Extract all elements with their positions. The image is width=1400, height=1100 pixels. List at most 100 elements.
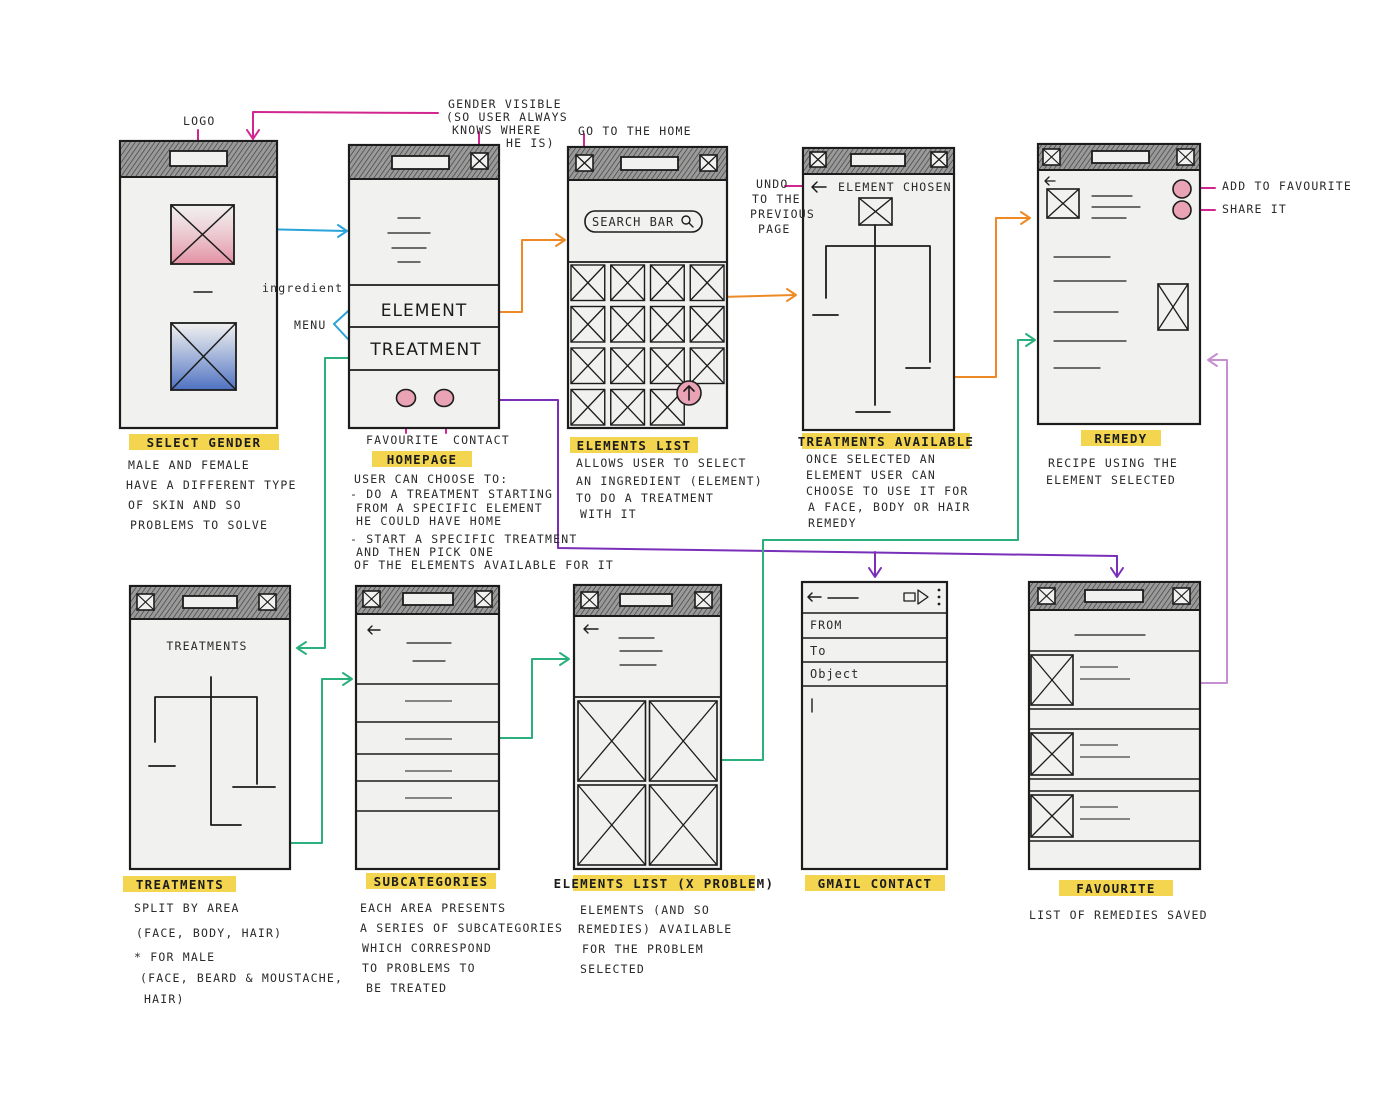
menu-element-button[interactable]: ELEMENT (381, 301, 467, 321)
problem-element-tile[interactable] (648, 784, 718, 866)
screen-titles: SELECT GENDER HOMEPAGE ELEMENTS LIST TRE… (123, 430, 1173, 896)
element-tile[interactable] (649, 347, 685, 385)
svg-text:ingredient: ingredient (262, 281, 343, 295)
scroll-top-button[interactable] (676, 380, 702, 406)
svg-text:MALE AND FEMALE: MALE AND FEMALE (128, 458, 250, 472)
phone-elements-list: SEARCH BAR (566, 145, 729, 430)
title-remedy: REMEDY (1095, 431, 1148, 446)
treatments-tree (148, 676, 276, 826)
from-field[interactable]: FROM (810, 618, 843, 632)
element-tile[interactable] (610, 388, 646, 426)
favourite-thumbnail[interactable] (1030, 732, 1074, 776)
desc-select-gender: MALE AND FEMALE HAVE A DIFFERENT TYPE OF… (126, 458, 295, 532)
svg-text:FAVOURITE: FAVOURITE (366, 433, 439, 447)
svg-text:SELECTED: SELECTED (580, 962, 645, 976)
gender-icon[interactable] (470, 152, 489, 170)
svg-text:TO DO A TREATMENT: TO DO A TREATMENT (576, 491, 714, 505)
treatment-tree (812, 224, 931, 413)
logo-placeholder (169, 150, 228, 167)
subcategory-row[interactable] (356, 780, 499, 799)
more-icon[interactable] (937, 588, 941, 606)
svg-text:RECIPE USING THE: RECIPE USING THE (1048, 456, 1178, 470)
phone-elements-problem (572, 583, 723, 871)
back-arrow-icon[interactable] (807, 592, 859, 602)
element-tile[interactable] (689, 347, 725, 385)
favourite-thumbnail[interactable] (1030, 794, 1074, 838)
search-bar[interactable]: SEARCH BAR (584, 210, 703, 233)
svg-text:PREVIOUS: PREVIOUS (750, 207, 815, 221)
svg-text:ALLOWS USER TO SELECT: ALLOWS USER TO SELECT (576, 456, 747, 470)
svg-text:KNOWS WHERE: KNOWS WHERE (452, 123, 541, 137)
svg-text:REMEDY: REMEDY (808, 516, 857, 530)
gender-visible-note: GENDER VISIBLE (SO USER ALWAYS KNOWS WHE… (446, 97, 568, 150)
svg-text:CONTACT: CONTACT (453, 433, 510, 447)
problem-element-tile[interactable] (577, 700, 647, 782)
svg-text:(FACE, BODY, HAIR): (FACE, BODY, HAIR) (136, 926, 282, 940)
to-field[interactable]: To (810, 644, 826, 658)
share-button[interactable] (1172, 200, 1192, 220)
arrow-subcats-to-elements-problem (487, 658, 569, 739)
favourite-item[interactable] (1029, 728, 1200, 780)
element-tile[interactable] (649, 264, 685, 302)
title-treatments-available: TREATMENTS AVAILABLE (798, 434, 975, 449)
element-tile[interactable] (570, 347, 606, 385)
svg-text:FOR THE PROBLEM: FOR THE PROBLEM (582, 942, 704, 956)
svg-text:TREATMENTS: TREATMENTS (166, 639, 247, 653)
menu-treatment-button[interactable]: TREATMENT (369, 340, 481, 360)
phone-gmail-contact: FROM To Object (800, 580, 949, 871)
send-icon[interactable] (903, 589, 929, 605)
element-tile[interactable] (610, 305, 646, 343)
subcategory-row[interactable] (356, 753, 499, 772)
element-tile[interactable] (570, 264, 606, 302)
search-icon[interactable] (681, 215, 694, 228)
desc-subcategories: EACH AREA PRESENTS A SERIES OF SUBCATEGO… (360, 901, 562, 995)
svg-text:(SO USER ALWAYS: (SO USER ALWAYS (446, 110, 568, 124)
svg-text:LIST OF REMEDIES SAVED: LIST OF REMEDIES SAVED (1029, 908, 1208, 922)
svg-text:* FOR MALE: * FOR MALE (134, 950, 215, 964)
element-tile[interactable] (689, 305, 725, 343)
close-icon[interactable] (699, 154, 718, 172)
element-tile[interactable] (570, 388, 606, 426)
svg-text:HE IS): HE IS) (506, 136, 555, 150)
svg-text:WITH IT: WITH IT (580, 507, 637, 521)
svg-text:A FACE, BODY OR HAIR: A FACE, BODY OR HAIR (808, 500, 970, 514)
contact-button[interactable] (433, 388, 455, 408)
home-icon[interactable] (575, 154, 594, 172)
svg-text:TO THE: TO THE (752, 192, 801, 206)
element-tile[interactable] (649, 305, 685, 343)
add-favourite-button[interactable] (1172, 179, 1192, 199)
male-image-placeholder[interactable] (170, 322, 237, 391)
favourite-item[interactable] (1029, 790, 1200, 842)
object-field[interactable]: Object (810, 667, 859, 681)
problem-element-tile[interactable] (577, 784, 647, 866)
element-tile[interactable] (689, 264, 725, 302)
svg-text:WHICH CORRESPOND: WHICH CORRESPOND (362, 941, 492, 955)
arrow-elements-problem-to-remedy (701, 339, 1035, 761)
favourite-thumbnail[interactable] (1030, 654, 1074, 706)
problem-element-tile[interactable] (648, 700, 718, 782)
svg-text:USER CAN CHOOSE TO:: USER CAN CHOOSE TO: (354, 472, 508, 486)
female-image-placeholder[interactable] (170, 204, 235, 265)
subcategory-row[interactable] (356, 721, 499, 740)
desc-treatments: SPLIT BY AREA (FACE, BODY, HAIR) * FOR M… (134, 901, 342, 1006)
arrow-treatments-to-subcats (267, 678, 352, 844)
problem-elements-grid (577, 700, 718, 866)
element-tile[interactable] (570, 305, 606, 343)
favourite-button[interactable] (395, 388, 417, 408)
subcategory-row[interactable] (356, 683, 499, 702)
svg-text:SPLIT BY AREA: SPLIT BY AREA (134, 901, 240, 915)
svg-text:HAIR): HAIR) (144, 992, 185, 1006)
favourite-item[interactable] (1029, 650, 1200, 710)
svg-text:SEARCH BAR: SEARCH BAR (592, 215, 674, 229)
svg-text:SHARE IT: SHARE IT (1222, 202, 1287, 216)
svg-text:OF SKIN AND SO: OF SKIN AND SO (128, 498, 242, 512)
svg-text:ELEMENT SELECTED: ELEMENT SELECTED (1046, 473, 1176, 487)
back-arrow-icon[interactable] (811, 181, 827, 193)
title-select-gender: SELECT GENDER (147, 435, 262, 450)
phone-remedy (1036, 142, 1202, 426)
element-tile[interactable] (610, 264, 646, 302)
title-treatments: TREATMENTS (136, 877, 224, 892)
svg-text:HE COULD HAVE HOME: HE COULD HAVE HOME (356, 514, 502, 528)
element-tile[interactable] (610, 347, 646, 385)
title-elements-problem: ELEMENTS LIST (X PROBLEM) (554, 876, 775, 891)
